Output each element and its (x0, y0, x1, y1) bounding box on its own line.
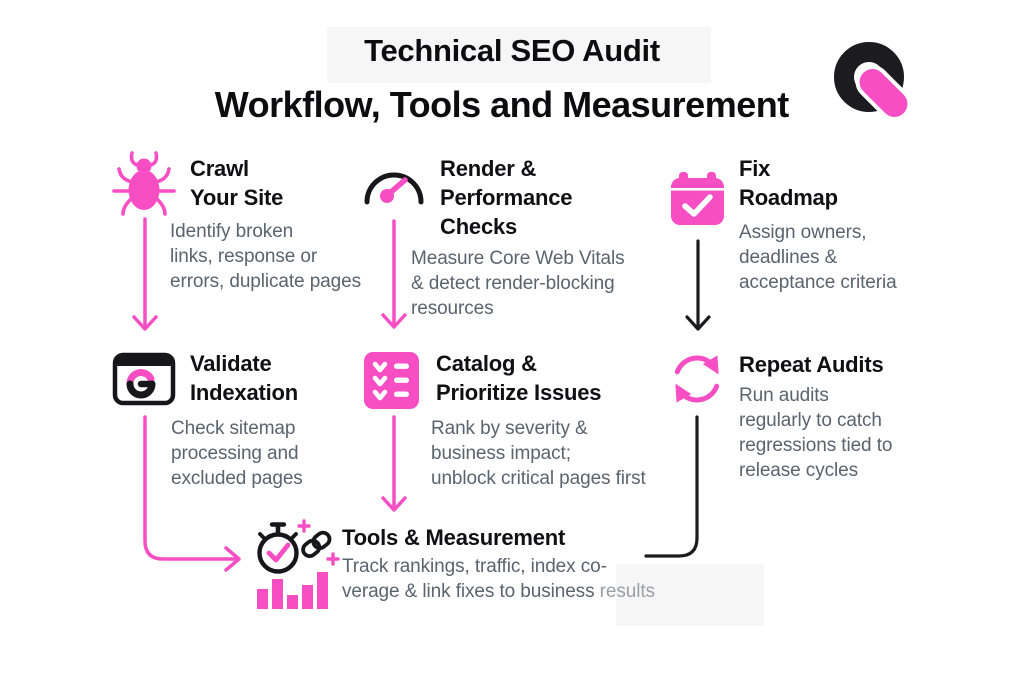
arrow-repeat-to-tools (644, 415, 699, 558)
page-title-line1: Technical SEO Audit (364, 33, 660, 68)
step-desc-validate: Check sitemap processing and excluded pa… (171, 418, 303, 489)
arrowhead (381, 313, 407, 329)
bug-icon (112, 151, 176, 216)
refresh-cycle-icon (674, 355, 720, 403)
step-title-render: Render & Performance Checks (440, 156, 573, 239)
browser-g-icon (112, 352, 176, 406)
stopwatch-link-barchart-icon (257, 519, 340, 609)
step-title-catalog: Catalog & Prioritize Issues (436, 351, 602, 405)
step-desc-tools-main: Track rankings, traffic, index co- verag… (342, 556, 607, 602)
step-desc-repeat: Run audits regularly to catch regression… (739, 385, 893, 481)
step-desc-tools-light: results (599, 581, 655, 602)
step-title-crawl: Crawl Your Site (190, 156, 284, 210)
bottom-highlight-box (616, 564, 764, 626)
step-title-tools: Tools & Measurement (342, 525, 566, 550)
step-desc-render: Measure Core Web Vitals & detect render-… (411, 248, 625, 319)
checklist-icon (364, 352, 419, 409)
page-title-line2: Workflow, Tools and Measurement (214, 84, 789, 125)
step-desc-tools: Track rankings, traffic, index co- verag… (342, 554, 655, 604)
step-title-fix: Fix Roadmap (739, 156, 838, 210)
arrowhead (132, 315, 158, 331)
arrowhead (224, 546, 241, 572)
step-title-validate: Validate Indexation (190, 351, 299, 405)
step-title-repeat: Repeat Audits (739, 352, 884, 377)
gauge-icon (364, 172, 424, 205)
arrowhead (381, 496, 407, 512)
title-highlight-box (327, 27, 711, 83)
step-desc-crawl: Identify broken links, response or error… (170, 221, 361, 292)
arrowhead (685, 315, 711, 331)
step-desc-catalog: Rank by severity & business impact; unbl… (431, 418, 646, 489)
brand-q-logo (834, 42, 913, 123)
step-desc-fix: Assign owners, deadlines & acceptance cr… (739, 222, 897, 293)
calendar-check-icon (671, 172, 724, 225)
